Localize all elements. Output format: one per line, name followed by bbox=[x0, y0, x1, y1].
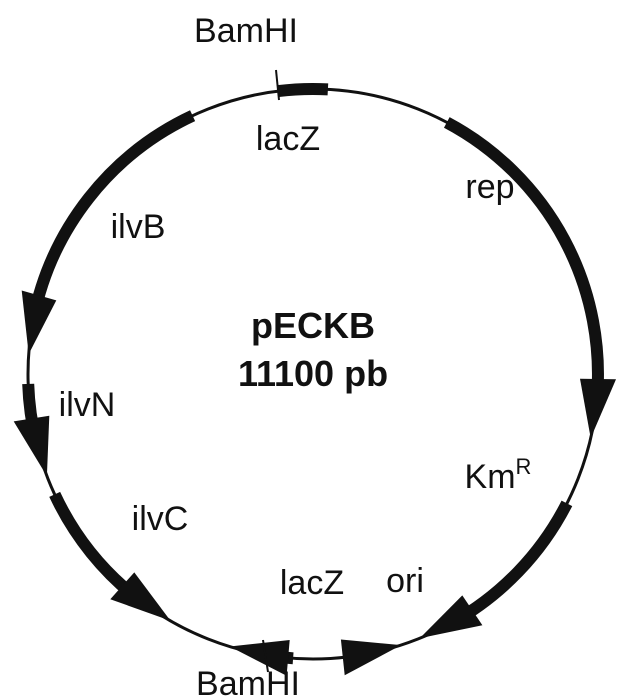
rep-gene-arrow bbox=[443, 117, 616, 439]
ilvn-label: ilvN bbox=[59, 386, 116, 424]
ilvb-label: ilvB bbox=[111, 208, 166, 246]
ilvc-gene-arrow bbox=[49, 491, 171, 621]
km-gene-arrow bbox=[419, 500, 573, 639]
ilvc-gene-arrow-head bbox=[110, 572, 171, 621]
bamhi-bottom-label: BamHI bbox=[196, 665, 300, 700]
ilvb-gene-arrow bbox=[21, 110, 196, 355]
bamhi-top-label: BamHI bbox=[194, 12, 298, 50]
rep-label: rep bbox=[465, 168, 514, 206]
ilvc-label: ilvC bbox=[132, 500, 189, 538]
bamhi-top-site-tick bbox=[275, 69, 280, 101]
km-superscript: R bbox=[516, 454, 532, 479]
ilvb-gene-arrow-body bbox=[27, 110, 196, 320]
gene-features bbox=[13, 83, 616, 676]
rep-gene-arrow-body bbox=[443, 117, 604, 404]
km-gene-arrow-body bbox=[449, 500, 573, 629]
ilvn-gene-arrow-head bbox=[13, 415, 50, 477]
lacz-top-block-body bbox=[277, 83, 329, 98]
plasmid-size: 11100 pb bbox=[238, 353, 388, 394]
km-gene-arrow-head bbox=[419, 595, 483, 639]
ori-arrow bbox=[340, 639, 402, 676]
bamhi-bottom-site-tick bbox=[262, 639, 269, 673]
km-resistance-label: KmR bbox=[465, 454, 532, 496]
lacz-top-block bbox=[277, 83, 329, 98]
ilvb-gene-arrow-head bbox=[21, 290, 57, 355]
plasmid-name: pECKB bbox=[251, 305, 375, 346]
lacz-bottom-label: lacZ bbox=[280, 564, 344, 602]
ilvn-gene-arrow bbox=[13, 383, 50, 477]
lacz-top-label: lacZ bbox=[256, 120, 320, 158]
ori-arrow-head bbox=[340, 639, 402, 676]
rep-gene-arrow-head bbox=[580, 378, 616, 439]
ori-label: ori bbox=[386, 562, 424, 600]
lacz-bottom-arrow-head bbox=[229, 640, 290, 676]
